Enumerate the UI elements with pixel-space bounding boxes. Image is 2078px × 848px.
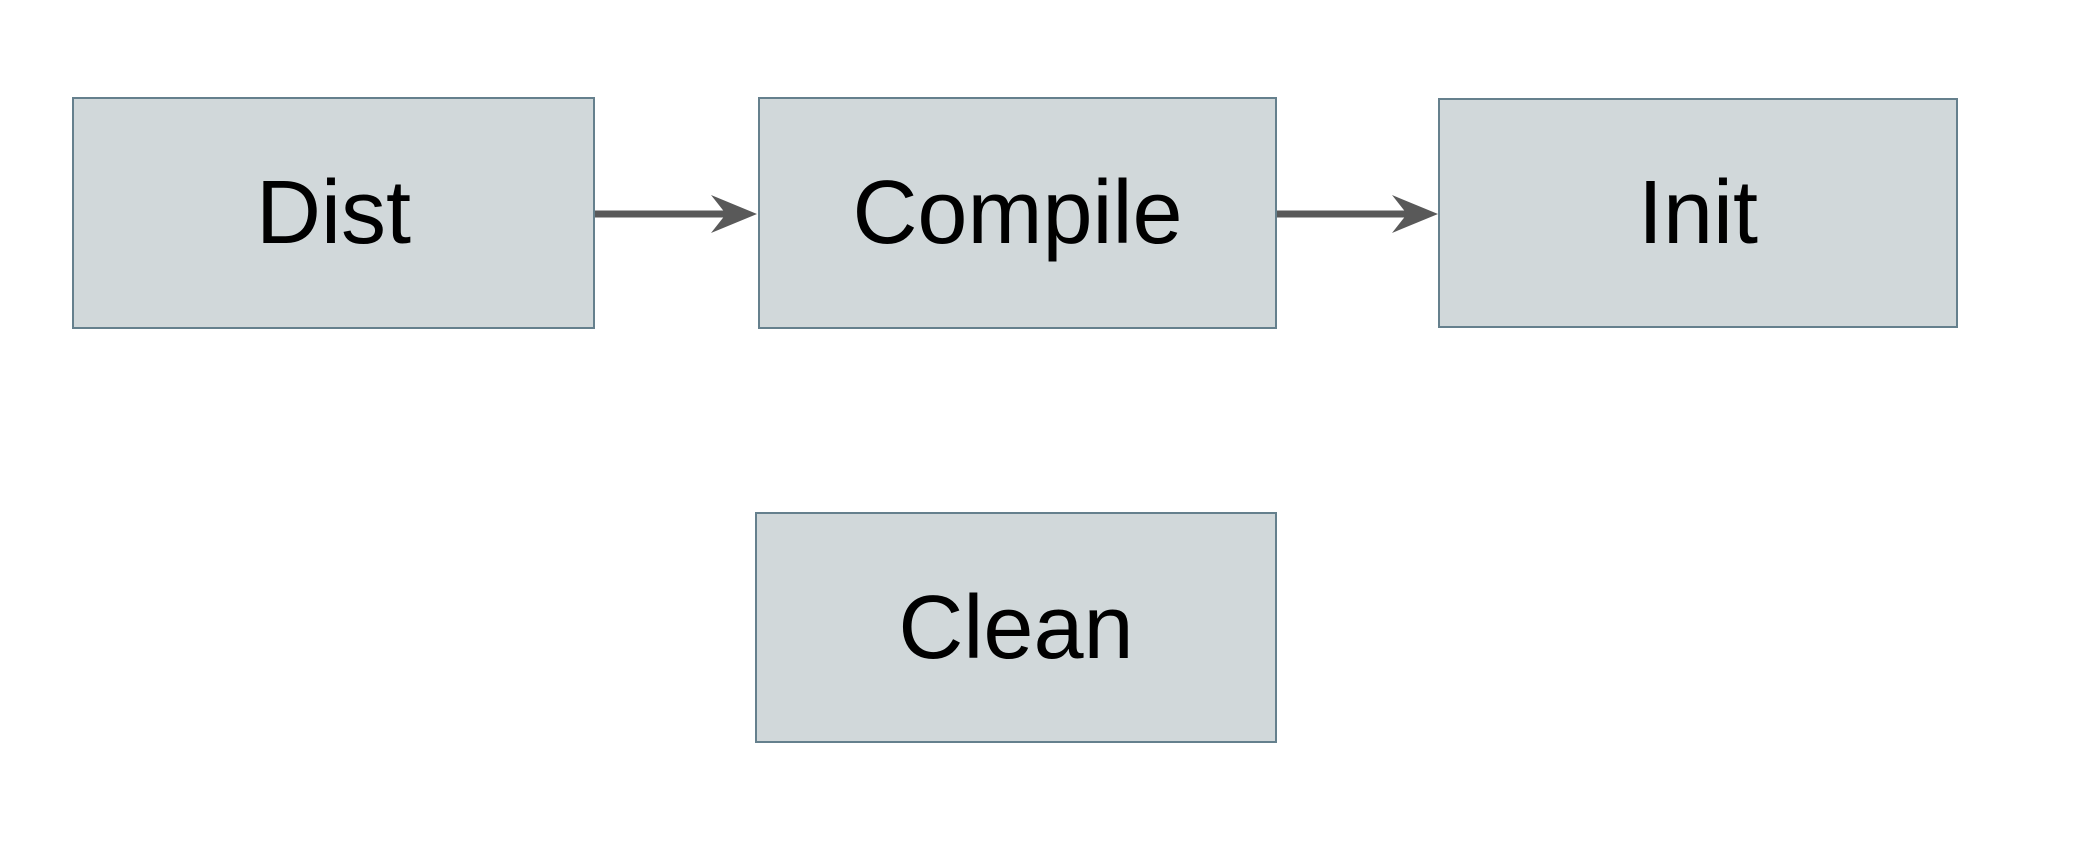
node-label: Compile xyxy=(852,163,1183,263)
arrow-dist-to-compile[interactable] xyxy=(595,195,757,233)
node-label: Clean xyxy=(898,577,1134,678)
node-compile[interactable]: Compile xyxy=(758,97,1277,329)
arrow-compile-to-init[interactable] xyxy=(1277,195,1438,233)
node-init[interactable]: Init xyxy=(1438,98,1958,328)
arrowhead-icon xyxy=(711,195,757,233)
arrowhead-icon xyxy=(1392,195,1438,233)
node-label: Dist xyxy=(256,163,411,263)
node-dist[interactable]: Dist xyxy=(72,97,595,329)
node-clean[interactable]: Clean xyxy=(755,512,1277,743)
node-label: Init xyxy=(1637,163,1759,263)
